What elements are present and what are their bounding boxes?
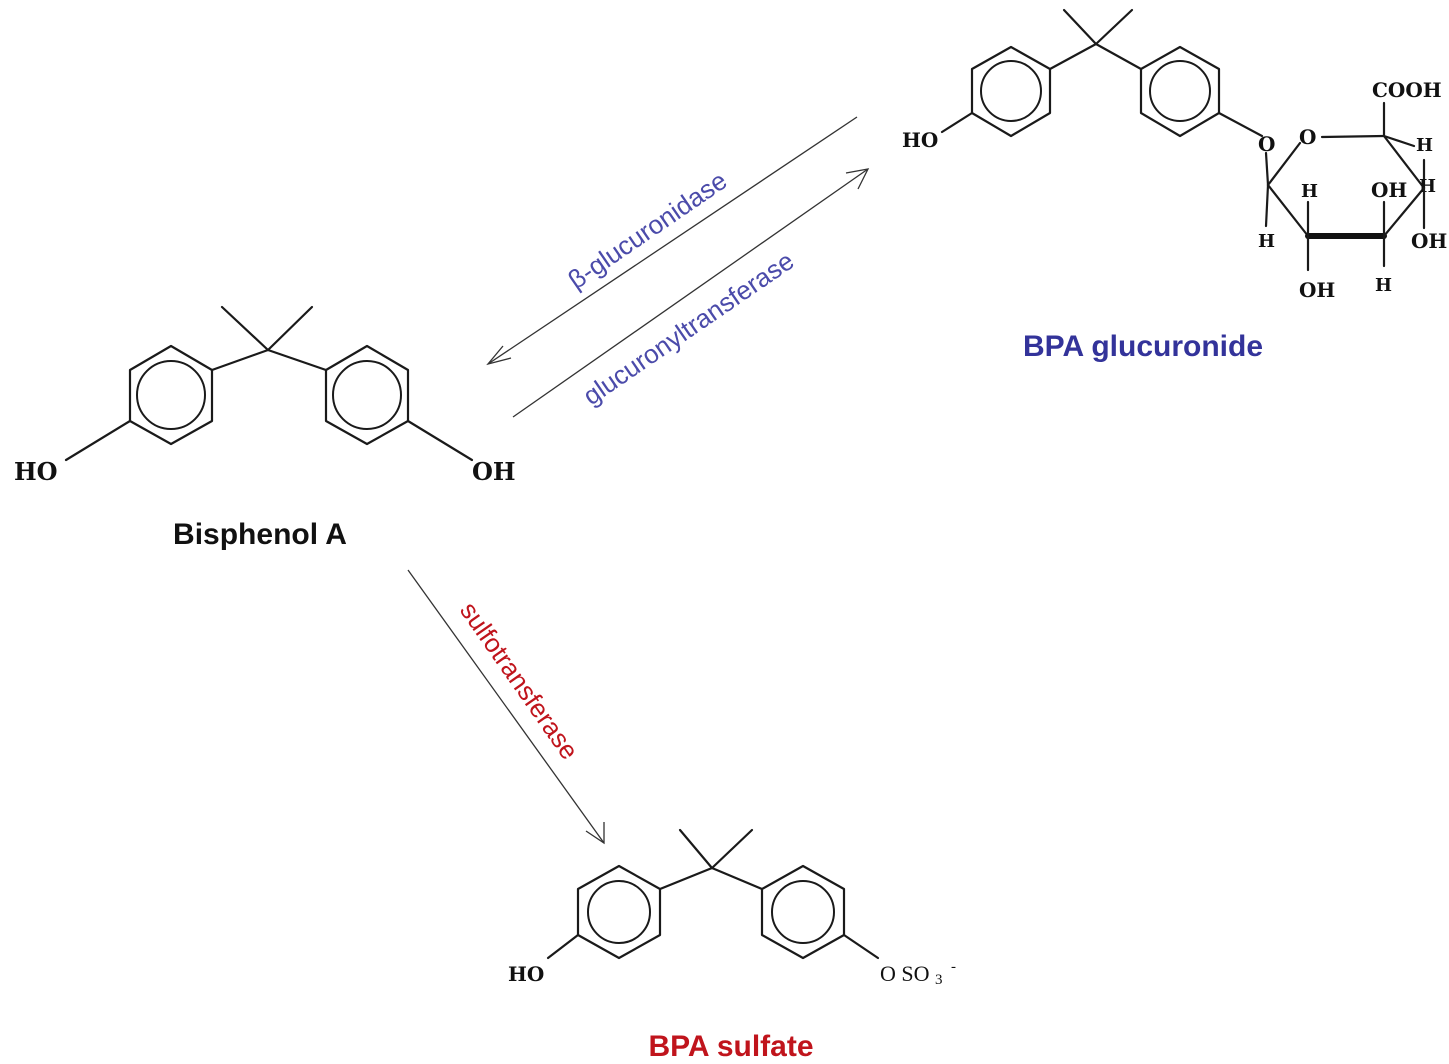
bpa-right-ring-aromatic: [332, 360, 402, 430]
sulfate-left-ring: [576, 864, 662, 960]
glucuronide-bond-left-aryl: [1048, 42, 1098, 71]
bisphenol-a-structure: HO OH: [14, 305, 516, 486]
sugar-cooh-label: COOH: [1372, 78, 1442, 102]
bpa-bond-right-aryl: [266, 348, 328, 372]
sulfate-methyl-right: [710, 828, 754, 870]
sugar-ring-o-label: O: [1299, 125, 1316, 149]
bpa-sulfate-structure: HO O SO 3 -: [508, 828, 956, 989]
sugar-bond-c5-c4: [1382, 134, 1426, 190]
sugar-bond-c1-c2: [1266, 183, 1310, 238]
sulfate-bond-ho: [546, 933, 580, 960]
sugar-oh-c4-label: OH: [1411, 229, 1447, 253]
sugar-h-c2-label: H: [1301, 181, 1318, 202]
sugar-bond-c1-h: [1264, 183, 1270, 228]
sulfate-bond-left-aryl: [658, 866, 714, 891]
sulfate-methyl-left: [678, 828, 714, 870]
sugar-bond-c5-h: [1382, 134, 1416, 148]
glucuronide-link-o-label: O: [1258, 132, 1275, 156]
sugar-h-c3-label: H: [1375, 275, 1392, 296]
sulfate-o-label: O: [880, 961, 896, 986]
glucuronide-ho-label: HO: [902, 128, 938, 152]
sugar-oh-c3-label: OH: [1371, 178, 1407, 202]
glucuronide-right-ring-aromatic: [1149, 60, 1211, 122]
glucuronide-name: BPA glucuronide: [1023, 330, 1263, 363]
sulfate-ho-label: HO: [508, 962, 544, 986]
bpa-bond-oh: [406, 419, 474, 462]
arrow-glucuronidation: [512, 168, 870, 418]
glucuronide-bond-aryl-o: [1217, 111, 1264, 138]
sugar-h-c1-label: H: [1258, 231, 1275, 252]
bpa-methyl-left: [220, 305, 270, 352]
arrow-deglucuronidation: [486, 116, 858, 366]
sulfate-oso3-label: O SO 3 -: [880, 959, 956, 989]
glucuronide-bond-right-aryl: [1094, 42, 1143, 71]
enzyme-sulfotransferase: sulfotransferase: [454, 596, 585, 765]
sulfate-so-label: SO: [901, 961, 929, 986]
bpa-methyl-right: [266, 305, 314, 352]
bpa-glucuronide-structure: HO O O COOH H H H OH OH H H OH: [902, 8, 1447, 302]
sulfate-right-ring-aromatic: [771, 880, 835, 944]
glucuronide-left-ring-aromatic: [980, 60, 1042, 122]
sugar-h-c5-label: H: [1416, 135, 1433, 156]
enzyme-beta-glucuronidase: β-glucuronidase: [562, 165, 732, 295]
sugar-bond-c3-c4: [1382, 186, 1426, 238]
bpa-bond-ho: [64, 419, 132, 462]
sugar-bond-olink-c1: [1264, 151, 1270, 187]
sugar-h-c4-label: H: [1419, 176, 1436, 197]
bpa-left-ring-aromatic: [136, 360, 206, 430]
sulfate-name: BPA sulfate: [648, 1030, 813, 1063]
bpa-bond-left-aryl: [210, 348, 270, 372]
bpa-ho-label: HO: [14, 457, 58, 486]
sugar-oh-c2-label: OH: [1299, 278, 1335, 302]
sulfate-subscript-3: 3: [935, 972, 943, 988]
sulfate-left-ring-aromatic: [587, 880, 651, 944]
sulfate-bond-right-aryl: [710, 866, 764, 891]
sugar-bond-oring-c5: [1320, 134, 1386, 139]
bpa-name: Bisphenol A: [173, 518, 347, 551]
glucuronide-methyl-right: [1094, 8, 1134, 46]
sugar-bond-c1-oring: [1266, 141, 1302, 187]
sulfate-charge: -: [951, 959, 956, 975]
glucuronide-methyl-left: [1062, 8, 1098, 46]
sulfate-bond-o: [842, 933, 880, 960]
glucuronide-bond-ho: [940, 111, 974, 134]
arrow-sulfation: [407, 569, 605, 845]
bpa-oh-label: OH: [472, 457, 516, 486]
sulfate-right-ring: [760, 864, 846, 960]
